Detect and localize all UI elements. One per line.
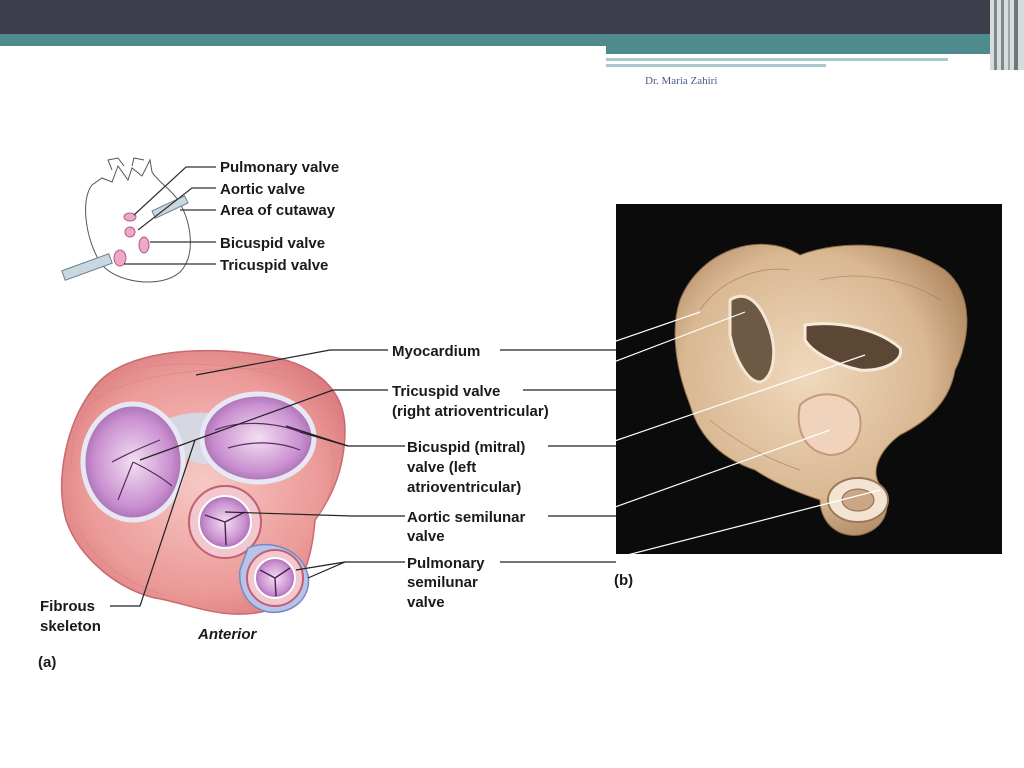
label-pulmonary-line1: Pulmonary	[407, 555, 485, 572]
valve-illustration	[61, 349, 346, 615]
author-name: Dr. Maria Zahiri	[645, 75, 718, 87]
label-pulmonary-valve-inset: Pulmonary valve	[220, 159, 339, 176]
label-anterior: Anterior	[197, 626, 258, 643]
title-bar	[0, 0, 1024, 34]
label-tricuspid-valve-inset: Tricuspid valve	[220, 257, 328, 274]
heart-photo	[616, 204, 1002, 554]
accent-line	[606, 58, 948, 61]
decorative-stripes	[990, 0, 1024, 70]
label-area-of-cutaway: Area of cutaway	[220, 202, 336, 219]
accent-stripe-right	[606, 46, 1024, 54]
label-aortic-line1: Aortic semilunar	[407, 509, 526, 526]
inset-heart	[61, 157, 191, 283]
accent-line-short	[606, 64, 826, 67]
label-tricuspid-line1: Tricuspid valve	[392, 383, 500, 400]
photo-leader-lines	[539, 311, 881, 563]
label-tricuspid-line2: (right atrioventricular)	[392, 403, 549, 420]
label-bicuspid-line1: Bicuspid (mitral)	[407, 439, 525, 456]
label-pulmonary-line2: semilunar	[407, 574, 478, 591]
label-myocardium: Myocardium	[392, 343, 480, 360]
main-leader-lines	[110, 349, 405, 607]
label-panel-b: (b)	[614, 572, 633, 589]
accent-stripe	[0, 34, 1024, 46]
label-fibrous-line2: skeleton	[40, 618, 101, 635]
label-bicuspid-line3: atrioventricular)	[407, 479, 521, 496]
label-bicuspid-valve-inset: Bicuspid valve	[220, 235, 325, 252]
label-aortic-valve-inset: Aortic valve	[220, 181, 305, 198]
label-pulmonary-line3: valve	[407, 594, 445, 611]
label-bicuspid-line2: valve (left	[407, 459, 476, 476]
inset-leader-lines	[124, 166, 216, 265]
photo-leader-lines-dark	[500, 349, 616, 563]
bicuspid-valve-shape	[199, 391, 317, 485]
label-panel-a: (a)	[38, 654, 56, 671]
label-aortic-line2: valve	[407, 528, 445, 545]
label-fibrous-line1: Fibrous	[40, 598, 95, 615]
